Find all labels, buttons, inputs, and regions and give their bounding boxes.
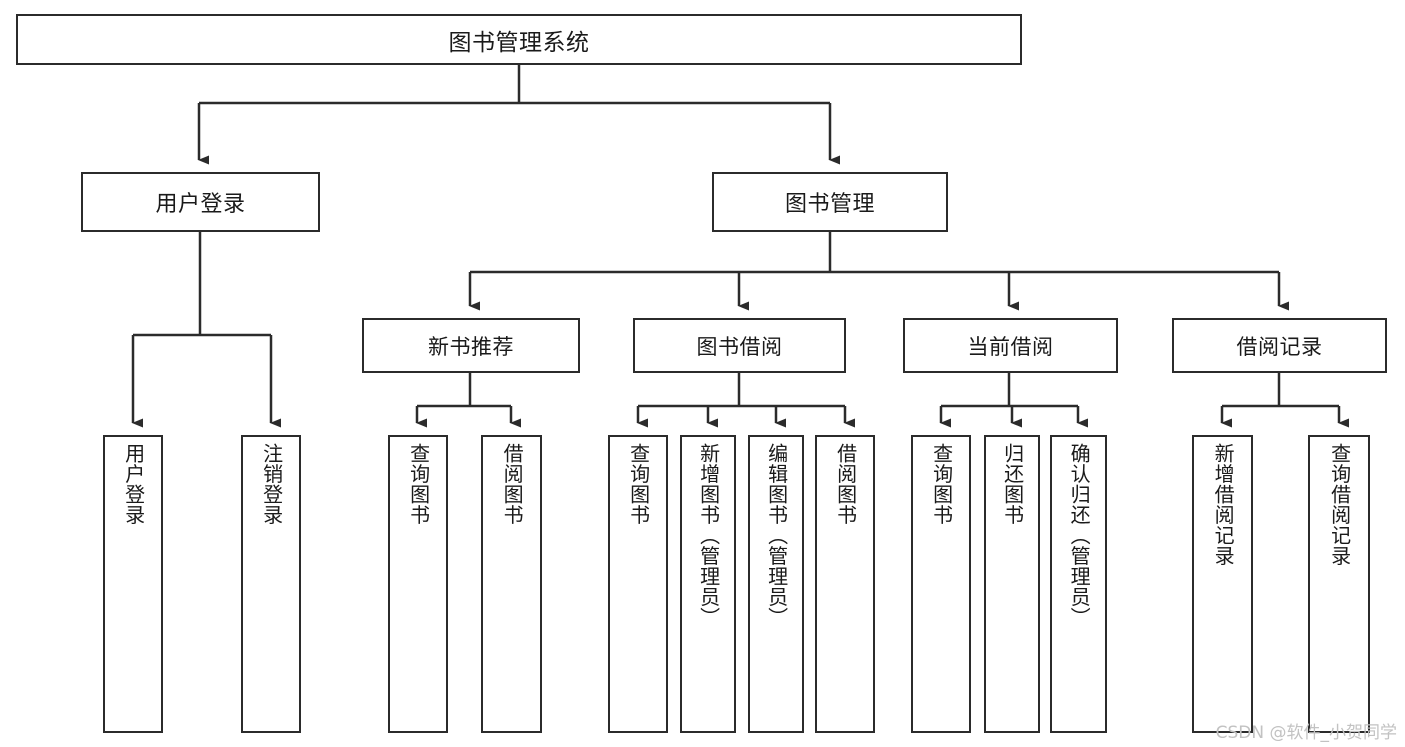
leaf-label: 新增借阅记录 bbox=[1211, 443, 1236, 566]
leaf-query-borrow-record[interactable]: 查询借阅记录 bbox=[1308, 435, 1370, 733]
node-new-book-recommend[interactable]: 新书推荐 bbox=[362, 318, 580, 373]
leaf-label: 新增图书（管理员） bbox=[696, 443, 721, 628]
leaf-edit-book-admin[interactable]: 编辑图书（管理员） bbox=[748, 435, 804, 733]
leaf-logout[interactable]: 注销登录 bbox=[241, 435, 301, 733]
leaf-query-book-new[interactable]: 查询图书 bbox=[388, 435, 448, 733]
leaf-label: 查询图书 bbox=[406, 443, 431, 525]
leaf-label: 用户登录 bbox=[121, 443, 146, 525]
leaf-borrow-book-new[interactable]: 借阅图书 bbox=[481, 435, 542, 733]
leaf-label: 查询借阅记录 bbox=[1327, 443, 1352, 566]
leaf-add-borrow-record[interactable]: 新增借阅记录 bbox=[1192, 435, 1253, 733]
leaf-label: 编辑图书（管理员） bbox=[764, 443, 789, 628]
leaf-borrow-book[interactable]: 借阅图书 bbox=[815, 435, 875, 733]
node-book-borrow[interactable]: 图书借阅 bbox=[633, 318, 846, 373]
node-root-system[interactable]: 图书管理系统 bbox=[16, 14, 1022, 65]
leaf-confirm-return-admin[interactable]: 确认归还（管理员） bbox=[1050, 435, 1107, 733]
node-book-management[interactable]: 图书管理 bbox=[712, 172, 948, 232]
leaf-label: 确认归还（管理员） bbox=[1067, 443, 1092, 628]
node-user-login[interactable]: 用户登录 bbox=[81, 172, 320, 232]
leaf-add-book-admin[interactable]: 新增图书（管理员） bbox=[680, 435, 736, 733]
leaf-return-book[interactable]: 归还图书 bbox=[984, 435, 1040, 733]
csdn-watermark: CSDN @软件_小贺同学 bbox=[1215, 723, 1397, 743]
leaf-label: 查询图书 bbox=[626, 443, 651, 525]
leaf-label: 借阅图书 bbox=[500, 443, 525, 525]
leaf-label: 归还图书 bbox=[1000, 443, 1025, 525]
node-borrow-records[interactable]: 借阅记录 bbox=[1172, 318, 1387, 373]
leaf-query-book[interactable]: 查询图书 bbox=[608, 435, 668, 733]
node-current-borrow[interactable]: 当前借阅 bbox=[903, 318, 1118, 373]
leaf-query-book-current[interactable]: 查询图书 bbox=[911, 435, 971, 733]
leaf-label: 注销登录 bbox=[259, 443, 284, 525]
leaf-user-login[interactable]: 用户登录 bbox=[103, 435, 163, 733]
leaf-label: 借阅图书 bbox=[833, 443, 858, 525]
leaf-label: 查询图书 bbox=[929, 443, 954, 525]
